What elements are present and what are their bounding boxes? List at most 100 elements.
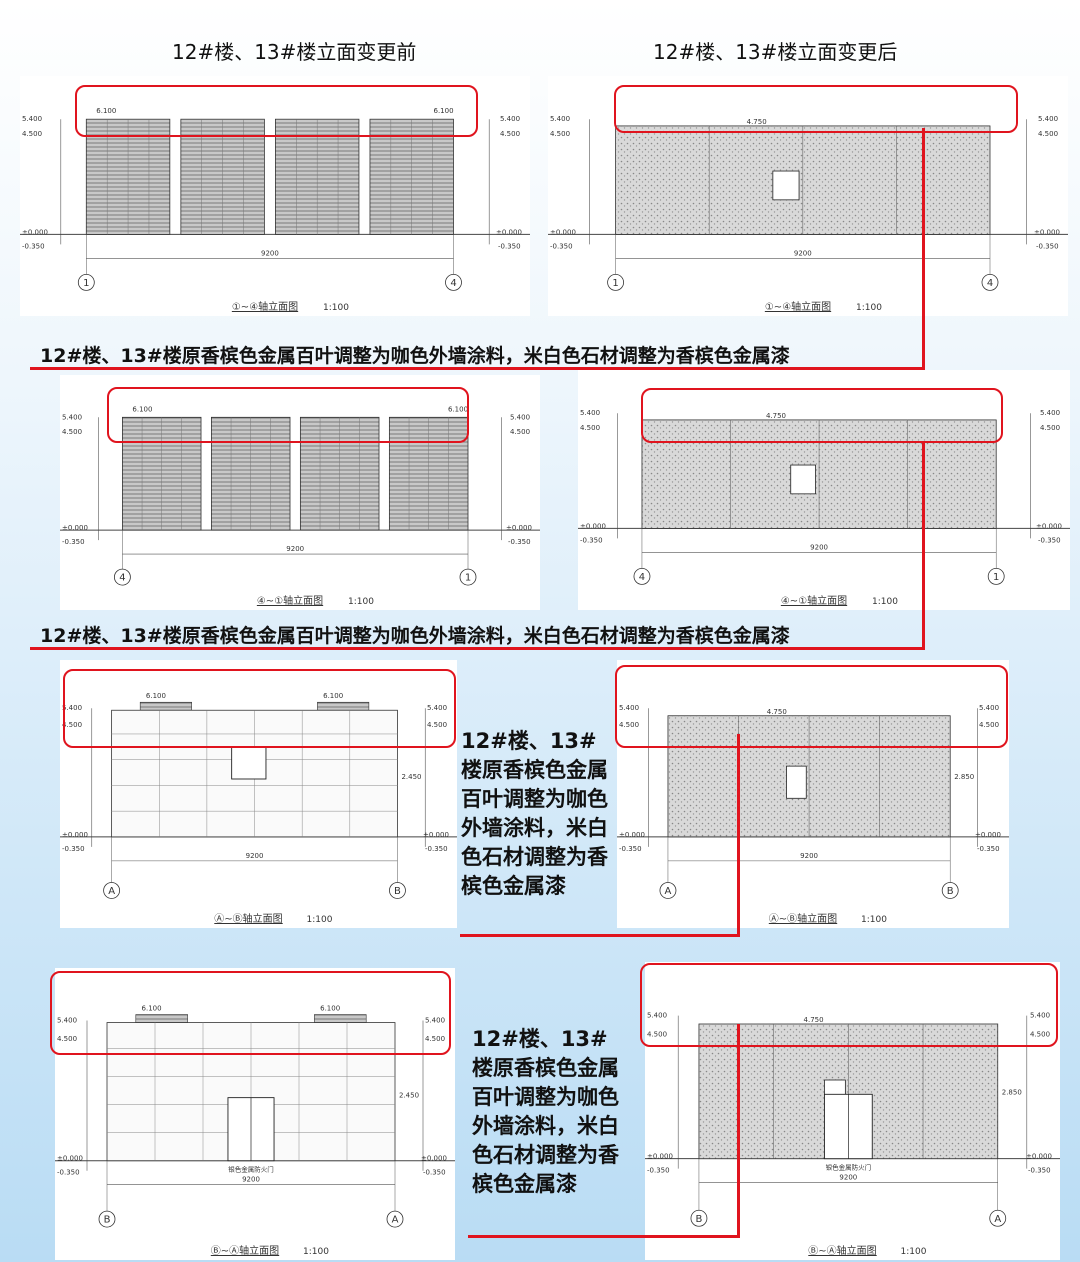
drawing-scale: 1:100 [901,1247,927,1257]
level-mark-top: 5.400 [1040,409,1060,417]
highlight-box [615,665,1008,748]
level-mark-zero: ±0.000 [1036,522,1062,530]
window [772,170,800,201]
annotation-underline [30,647,925,650]
dimension-width: 9200 [242,1176,260,1184]
level-mark-negative: -0.350 [1038,536,1061,544]
drawing-title: ④~①轴立面图 [257,594,323,607]
level-mark: 4.750 [767,708,787,716]
drawing-scale: 1:100 [348,597,374,607]
level-mark: 6.100 [146,692,166,700]
axis-label: 4 [450,278,456,289]
highlight-box [641,388,1003,443]
level-mark-zero: ±0.000 [580,522,606,530]
level-mark: 4.750 [804,1016,824,1024]
level-mark-negative: -0.350 [647,1167,670,1175]
level-mark: 6.100 [320,1005,340,1013]
building-elevation [578,413,1070,585]
highlight-box [63,669,456,748]
highlight-box [107,387,469,443]
level-mark-zero: ±0.000 [423,831,449,839]
level-mark-negative: -0.350 [498,242,521,250]
level-mark-zero: ±0.000 [619,831,645,839]
level-mark-mid: 4.500 [62,721,82,729]
building-elevation [645,1015,1060,1227]
level-mark: 6.100 [434,107,454,115]
level-mark-negative: -0.350 [1036,242,1059,250]
level-mark-top: 5.400 [580,409,600,417]
door-label: 银色金属防火门 [826,1163,872,1172]
level-mark-top: 5.400 [62,413,82,421]
change-note: 12#楼、13#楼原香槟色金属百叶调整为咖色外墙涂料，米白色石材调整为香槟色金属… [40,625,790,647]
level-mark-zero: ±0.000 [421,1155,447,1163]
axis-label: B [696,1214,703,1225]
drawing-scale: 1:100 [323,303,349,313]
dimension-width: 9200 [246,852,264,860]
change-note-side: 12#楼、13#楼原香槟色金属百叶调整为咖色外墙涂料，米白色石材调整为香槟色金属… [461,729,608,898]
header-before: 12#楼、13#楼立面变更前 [172,40,417,64]
drawing-scale: 1:100 [856,303,882,313]
axis-label: A [108,886,115,897]
axis-label: 1 [993,572,999,583]
building-elevation [548,119,1068,291]
level-mark-top: 5.400 [1038,115,1058,123]
level-mark-zero: ±0.000 [496,228,522,236]
drawing-scale: 1:100 [303,1247,329,1257]
annotation-underline [460,934,740,937]
level-mark: 6.100 [96,107,116,115]
level-mark: 4.750 [766,412,786,420]
level-mark: 2.450 [399,1092,419,1100]
level-mark-negative: -0.350 [57,1169,80,1177]
level-mark-top: 5.400 [1030,1012,1050,1020]
dimension-width: 9200 [261,249,279,257]
dimension-width: 9200 [800,852,818,860]
level-mark: 6.100 [323,692,343,700]
level-mark-zero: ±0.000 [506,524,532,532]
annotation-connector [737,1024,740,1237]
axis-bubble [633,567,651,585]
level-mark: 2.850 [954,773,974,781]
level-mark-mid: 4.500 [647,1031,667,1039]
window [786,765,807,799]
change-note-side: 12#楼、13#楼原香槟色金属百叶调整为咖色外墙涂料，米白色石材调整为香槟色金属… [472,1027,619,1196]
drawing-scale: 1:100 [861,915,887,925]
level-mark-mid: 4.500 [979,721,999,729]
building-elevation [20,118,530,291]
level-mark-zero: ±0.000 [1034,228,1060,236]
dimension-width: 9200 [810,543,828,551]
level-mark-negative: -0.350 [977,845,1000,853]
window [790,464,816,495]
building-elevation [60,701,457,899]
level-mark-mid: 4.500 [57,1035,77,1043]
axis-label: 4 [639,572,645,583]
drawing-title: ①~④轴立面图 [232,300,298,313]
dimension-width: 9200 [286,545,304,553]
level-mark-zero: ±0.000 [22,228,48,236]
level-mark-zero: ±0.000 [62,831,88,839]
axis-label: B [394,886,401,897]
axis-bubble [659,882,677,899]
drawing-scale: 1:100 [307,915,333,925]
drawing-scale: 1:100 [872,597,898,607]
axis-bubble [98,1210,116,1228]
level-mark-zero: ±0.000 [550,228,576,236]
axis-label: 1 [465,573,471,584]
drawing-title: Ⓐ~Ⓑ轴立面图 [769,912,837,925]
level-mark-mid: 4.500 [62,428,82,436]
building-elevation [55,1014,455,1228]
axis-label: 1 [83,278,89,289]
axis-bubble [981,273,999,291]
level-mark-negative: -0.350 [580,536,603,544]
level-mark-negative: -0.350 [508,538,531,546]
level-mark: 2.850 [1002,1088,1022,1096]
axis-bubble [690,1209,708,1227]
level-mark-mid: 4.500 [1038,130,1058,138]
level-mark-negative: -0.350 [425,845,448,853]
level-mark-mid: 4.500 [580,424,600,432]
level-mark: 2.450 [401,773,421,781]
level-mark-top: 5.400 [510,413,530,421]
door-label: 银色金属防火门 [228,1165,274,1174]
